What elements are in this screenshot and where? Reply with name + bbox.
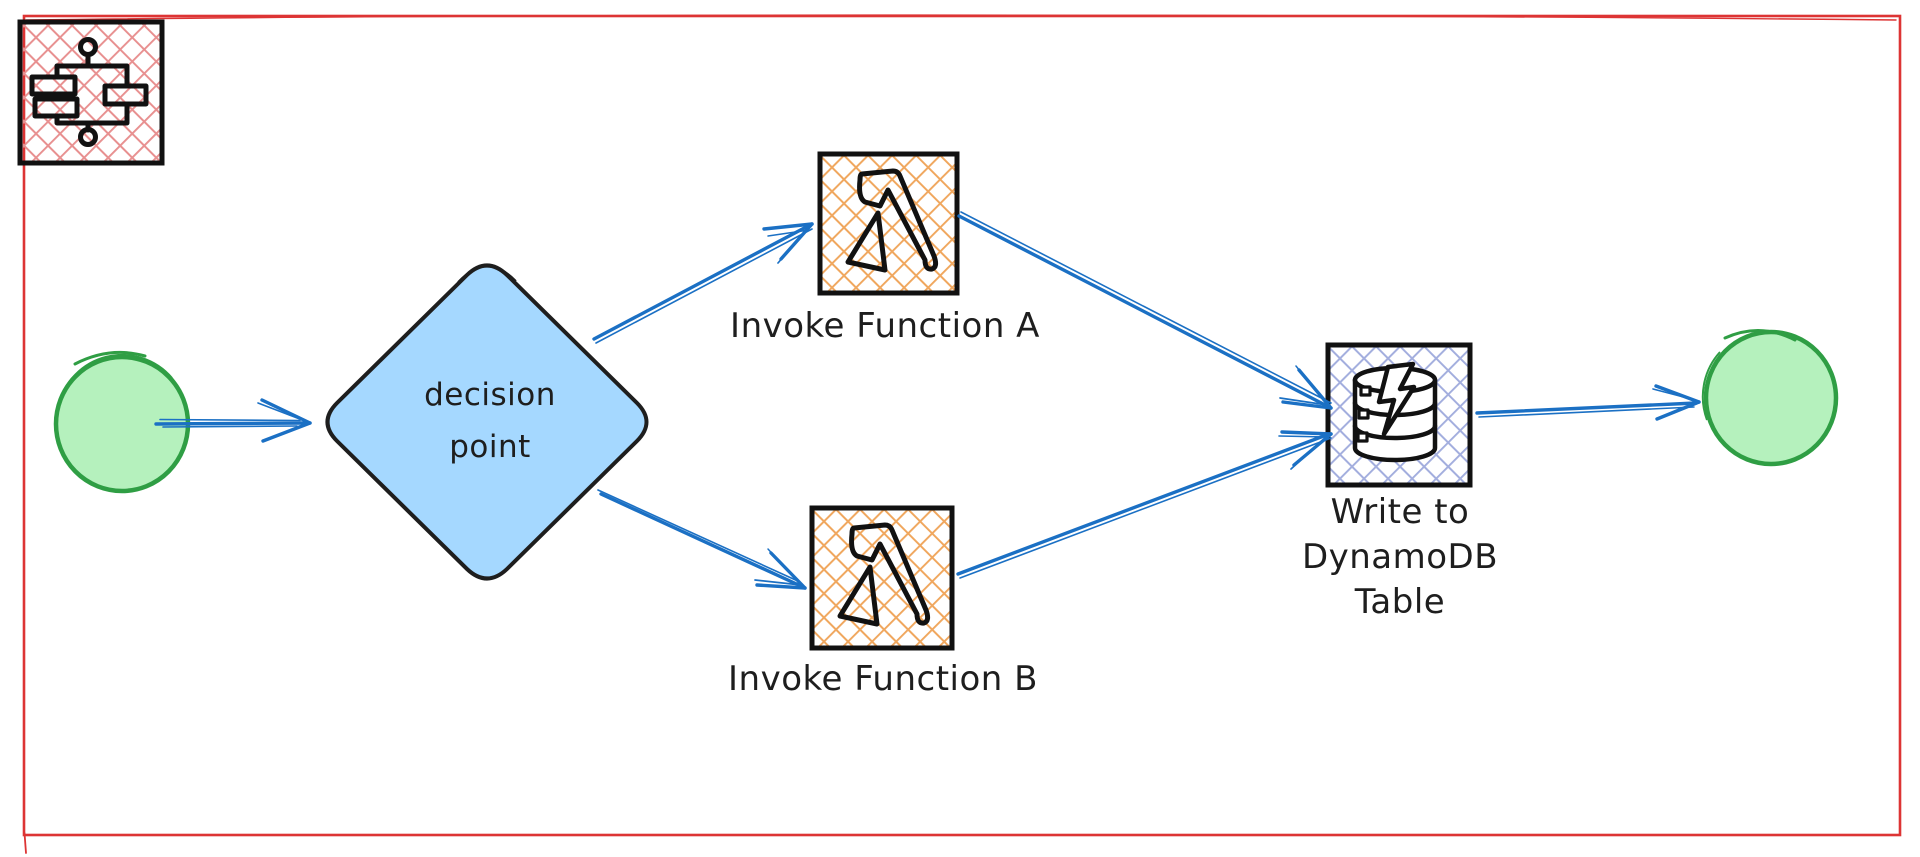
- lambda-b-label: Invoke Function B: [728, 659, 1038, 699]
- arrow-dynamodb-to-end: [1475, 384, 1701, 421]
- dynamodb-label: Write to DynamoDB Table: [1301, 492, 1499, 622]
- end-node: [1701, 328, 1839, 467]
- step-functions-workflow-icon: [17, 19, 165, 166]
- lambda-a-icon: [817, 151, 960, 296]
- lambda-b-icon: [809, 505, 955, 651]
- arrow-lambda-a-to-dynamodb: [957, 211, 1333, 410]
- dynamodb-icon: [1325, 342, 1473, 488]
- frame-border: [22, 14, 1902, 854]
- arrow-decision-to-lambda-a: [592, 222, 814, 344]
- lambda-a-label: Invoke Function A: [730, 306, 1040, 346]
- arrow-start-to-decision: [154, 398, 312, 443]
- arrow-lambda-b-to-dynamodb: [956, 430, 1333, 579]
- decision-node-label: decision point: [424, 377, 556, 465]
- decision-diamond-node: [325, 263, 649, 581]
- arrow-decision-to-lambda-b: [597, 489, 807, 590]
- start-node: [53, 350, 191, 494]
